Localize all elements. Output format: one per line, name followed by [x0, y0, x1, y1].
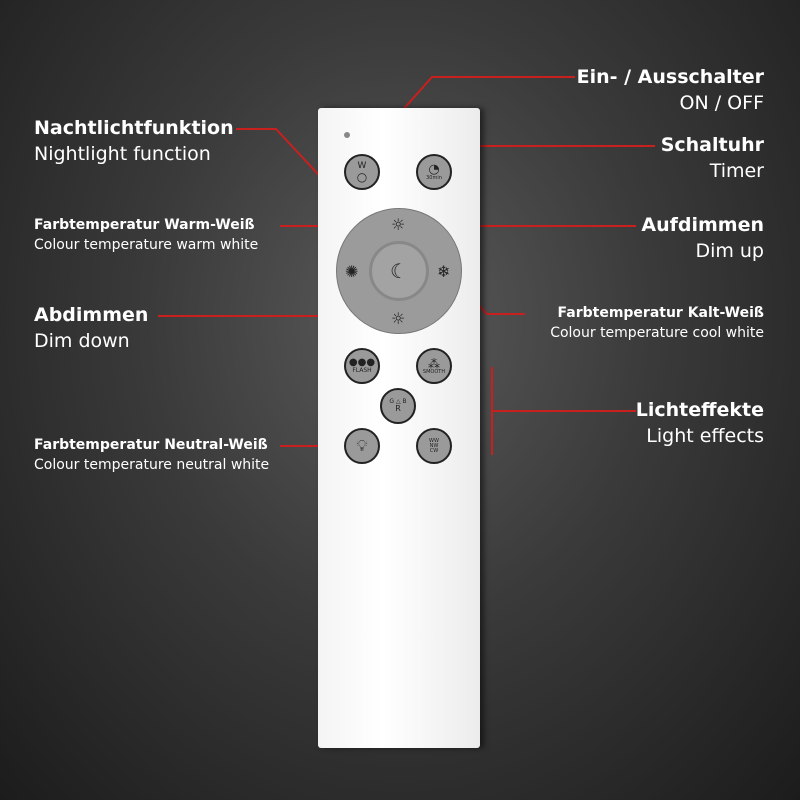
rgb-b: B [402, 398, 407, 405]
nightlight-button[interactable]: ☾ [369, 241, 429, 301]
label-neutral-de: Farbtemperatur Neutral-Weiß [34, 437, 268, 453]
neutral-white-button[interactable]: 💡︎ [344, 428, 380, 464]
label-timer-de: Schaltuhr [660, 134, 764, 156]
dimmer-ring: ☼ ☼ ✺ ❄ ☾ [336, 208, 462, 334]
flash-button[interactable]: ●●●FLASH [344, 348, 380, 384]
recycle-icon: G △ B [389, 398, 407, 405]
smooth-label: SMOOTH [422, 368, 446, 375]
label-effects-en: Light effects [646, 425, 764, 447]
led-indicator [344, 132, 350, 138]
moon-icon: ☾ [390, 259, 408, 283]
label-power-en: ON / OFF [679, 92, 764, 114]
label-dimdown-de: Abdimmen [34, 304, 149, 326]
power-button[interactable]: W○ [344, 154, 380, 190]
label-cool-de: Farbtemperatur Kalt-Weiß [557, 305, 764, 321]
color-cycle-button[interactable]: WW NW CW [416, 428, 452, 464]
label-dimdown-en: Dim down [34, 330, 130, 352]
smooth-button[interactable]: ⁂SMOOTH [416, 348, 452, 384]
label-nightlight-en: Nightlight function [34, 143, 211, 165]
remote-control: W○ ◔30min ☼ ☼ ✺ ❄ ☾ ●●●FLASH ⁂SMOOTH G △… [318, 108, 480, 748]
rgb-g: G [389, 398, 395, 405]
dim-up-button[interactable]: ☼ [391, 215, 406, 234]
line-timer [457, 145, 655, 161]
label-neutral-en: Colour temperature neutral white [34, 457, 270, 473]
cycle-label: WW NW CW [429, 437, 439, 454]
flash-label: FLASH [352, 367, 372, 374]
label-effects-de: Lichteffekte [635, 399, 764, 421]
label-power-de: Ein- / Ausschalter [576, 66, 764, 88]
timer-button[interactable]: ◔30min [416, 154, 452, 190]
timer-icon: ◔ [428, 162, 440, 177]
label-dimup-de: Aufdimmen [641, 214, 764, 236]
power-button-label: W [357, 160, 367, 171]
label-cool-en: Colour temperature cool white [550, 325, 764, 341]
dim-down-button[interactable]: ☼ [391, 309, 406, 328]
label-nightlight-de: Nachtlichtfunktion [34, 117, 234, 139]
timer-button-label: 30min [426, 175, 442, 181]
cool-white-button[interactable]: ❄ [437, 262, 451, 281]
label-power: Ein- / Ausschalter ON / OFF [577, 66, 764, 114]
dots-icon: ●●● [348, 357, 376, 368]
label-timer-en: Timer [709, 160, 764, 182]
warm-white-button[interactable]: ✺ [345, 262, 359, 281]
label-warm-en: Colour temperature warm white [34, 237, 259, 253]
bulb-icon: 💡︎ [356, 436, 368, 455]
label-dimup-en: Dim up [695, 240, 764, 262]
rgb-r: R [395, 404, 401, 413]
label-warm-de: Farbtemperatur Warm-Weiß [34, 217, 255, 233]
power-icon: ○ [356, 169, 368, 184]
circles-icon: ⁂ [428, 356, 440, 371]
